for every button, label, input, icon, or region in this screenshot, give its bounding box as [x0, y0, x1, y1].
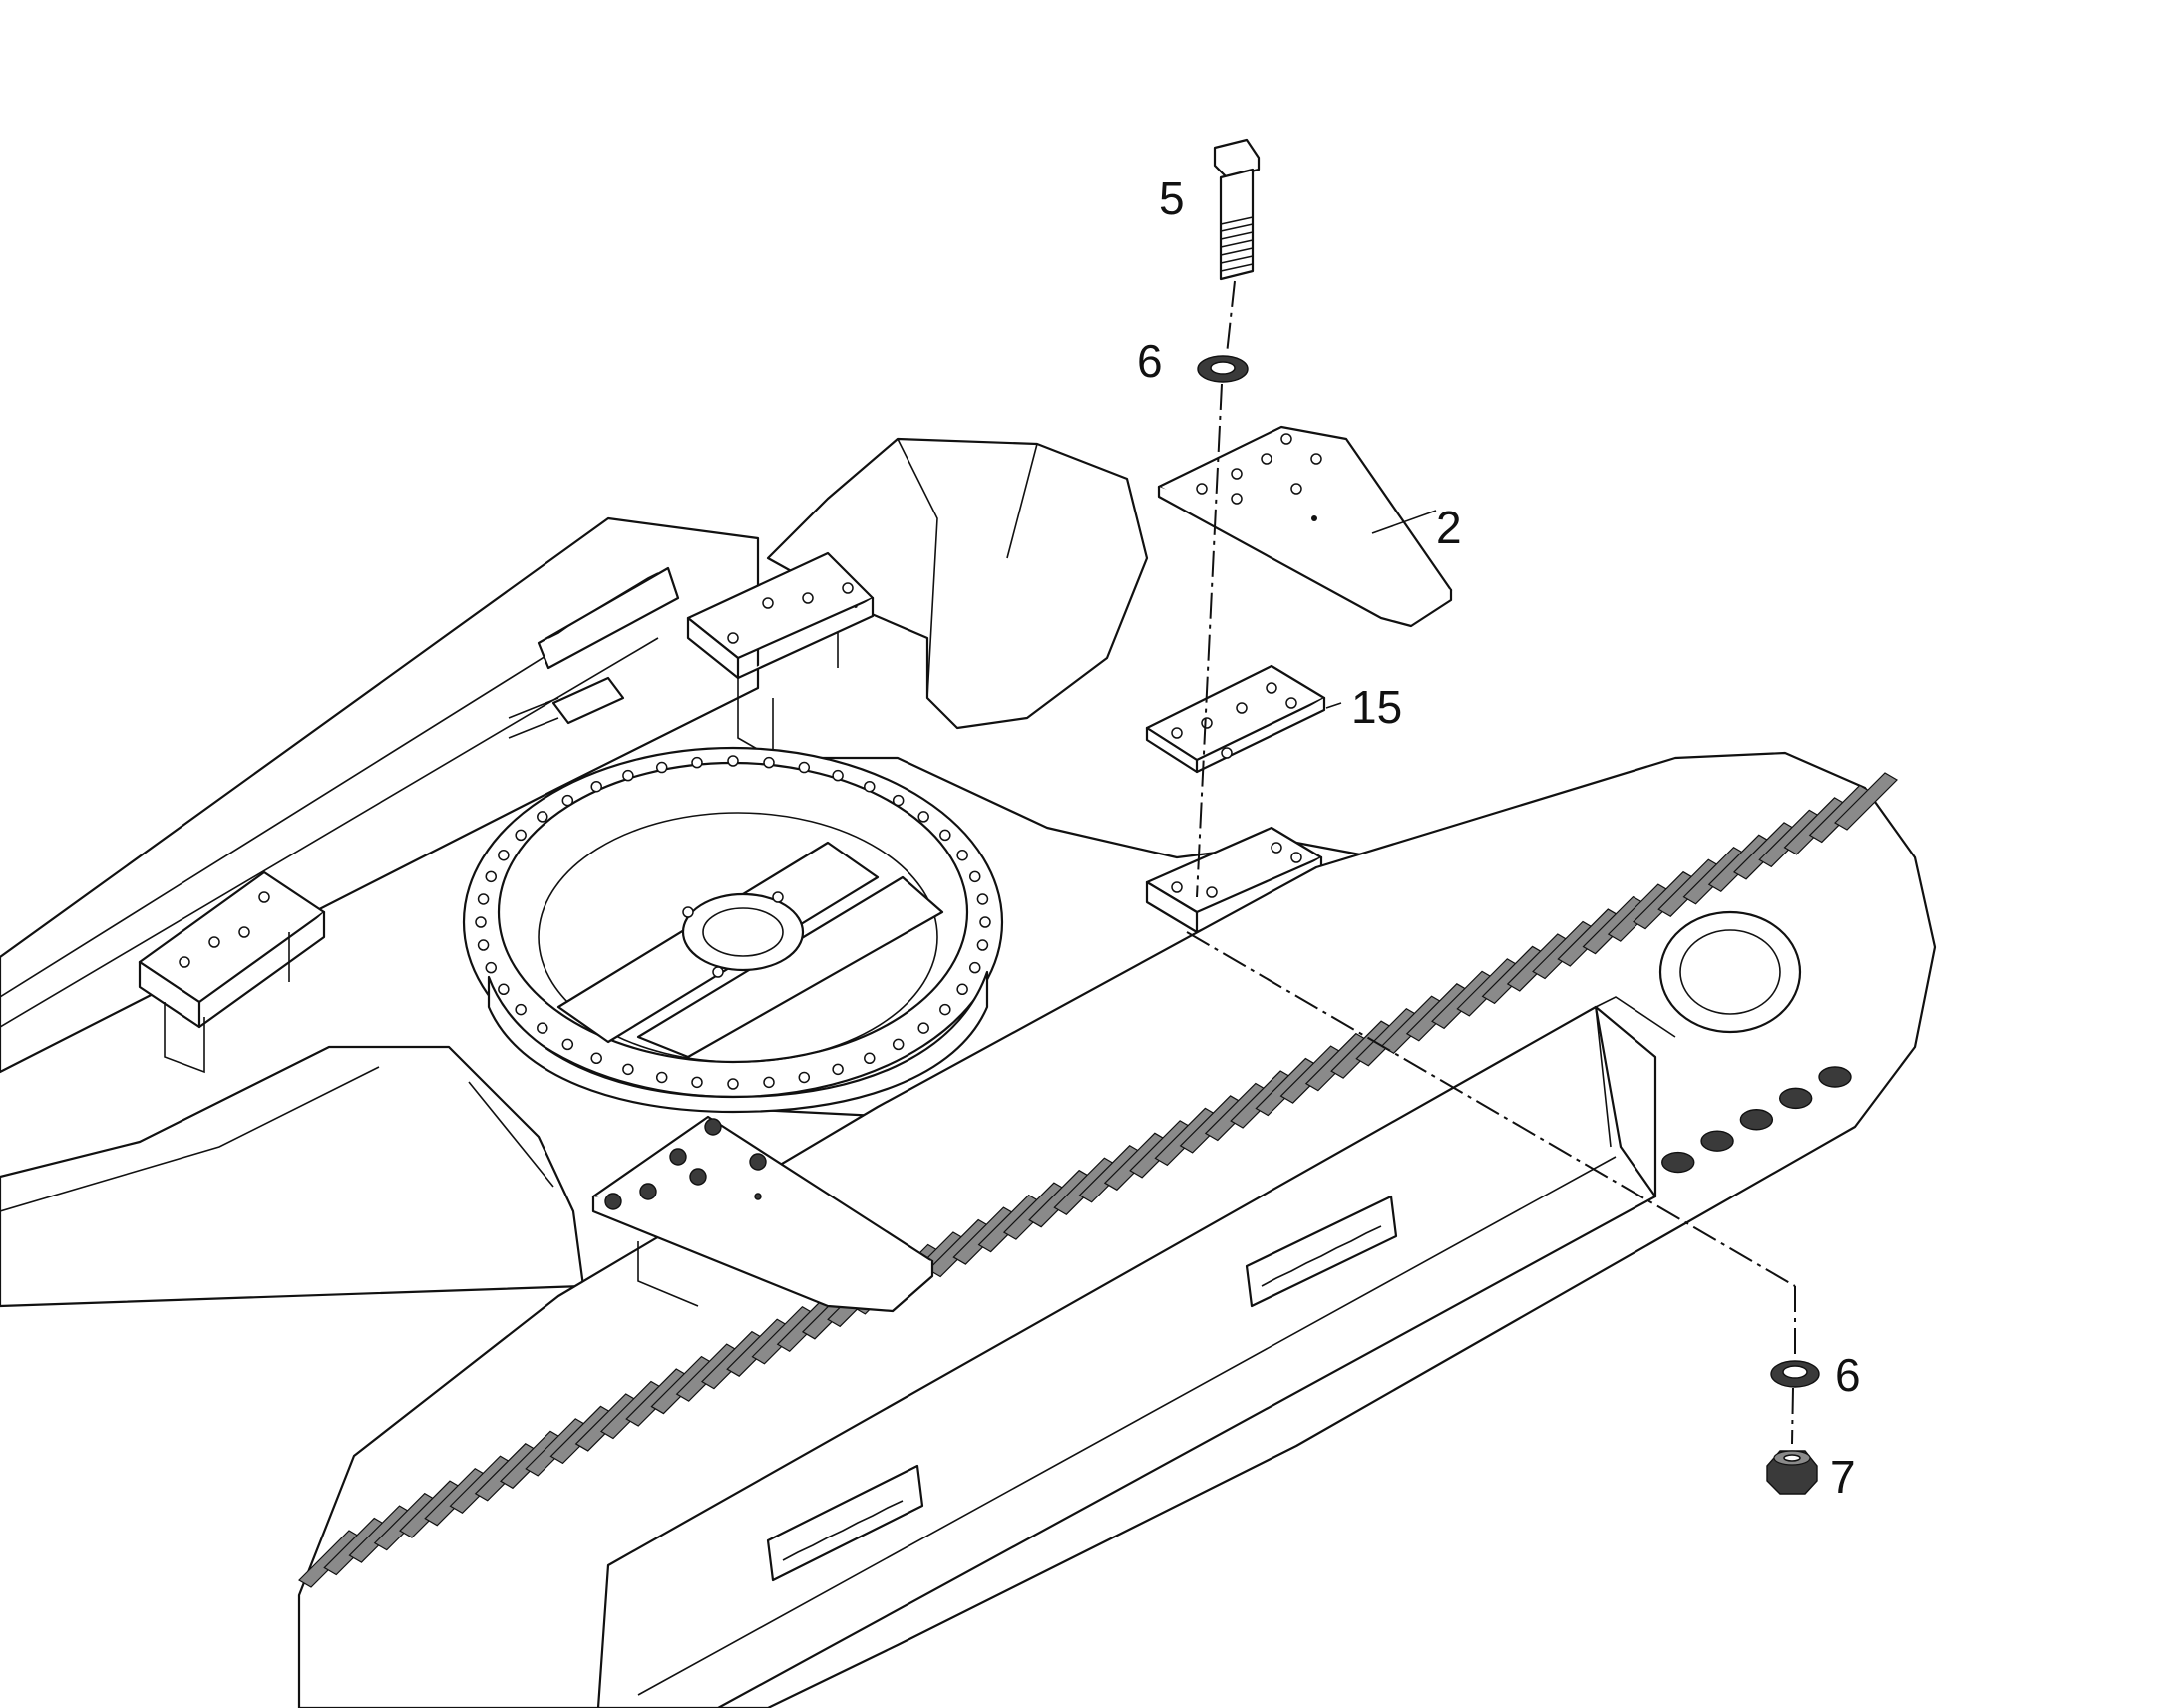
small-bracket	[551, 676, 625, 725]
track-lug-rear	[766, 1464, 924, 1582]
serrated-lug-upper	[537, 566, 680, 670]
swing-bearing-ring	[462, 746, 1004, 1114]
callout-15: 15	[1351, 681, 1402, 733]
part-7-nut	[1766, 1450, 1818, 1495]
callout-5: 5	[1159, 172, 1185, 224]
callout-7: 7	[1830, 1451, 1856, 1503]
mount-pad-upper	[686, 551, 875, 760]
track-lug-mid	[1245, 1195, 1398, 1308]
leader-lines	[1325, 510, 1437, 709]
part-2-large-plate	[1157, 425, 1453, 628]
mount-pad-front	[1145, 826, 1323, 962]
track-frame	[297, 751, 1937, 1708]
callout-6-bottom: 6	[1835, 1349, 1861, 1401]
part-6-washer-top	[1197, 355, 1249, 383]
callout-6-top: 6	[1137, 335, 1163, 387]
part-15-shim-plate	[1145, 664, 1326, 774]
callout-labels: 5 6 2 15 6 7	[1137, 172, 1861, 1503]
assembly-center-lines	[1186, 280, 1796, 1445]
callout-2: 2	[1436, 502, 1462, 553]
rear-plate-installed	[591, 1115, 934, 1313]
mount-pad-left	[138, 870, 326, 1074]
part-5-bolt	[1213, 138, 1261, 281]
part-6-washer-bottom	[1770, 1360, 1820, 1388]
